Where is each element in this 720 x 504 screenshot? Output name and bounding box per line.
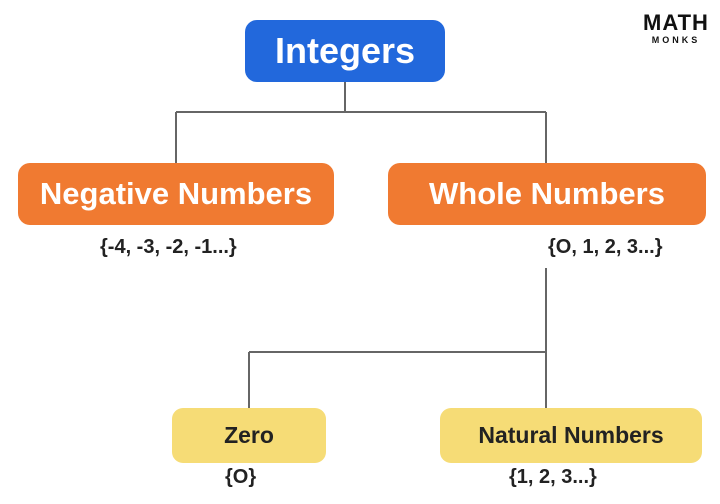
negative-numbers-node: Negative Numbers: [18, 163, 334, 225]
zero-node: Zero: [172, 408, 326, 463]
logo-main-text: MATH: [643, 10, 709, 35]
integers-node: Integers: [245, 20, 445, 82]
natural-numbers-node: Natural Numbers: [440, 408, 702, 463]
mathmonks-logo: MATH MONKS: [640, 12, 712, 46]
natural-numbers-set: {1, 2, 3...}: [509, 466, 597, 488]
whole-numbers-node: Whole Numbers: [388, 163, 706, 225]
logo-sub-text: MONKS: [651, 35, 701, 45]
negative-numbers-set: {-4, -3, -2, -1...}: [100, 236, 237, 258]
whole-numbers-set: {O, 1, 2, 3...}: [548, 236, 663, 258]
zero-set: {O}: [225, 466, 257, 488]
